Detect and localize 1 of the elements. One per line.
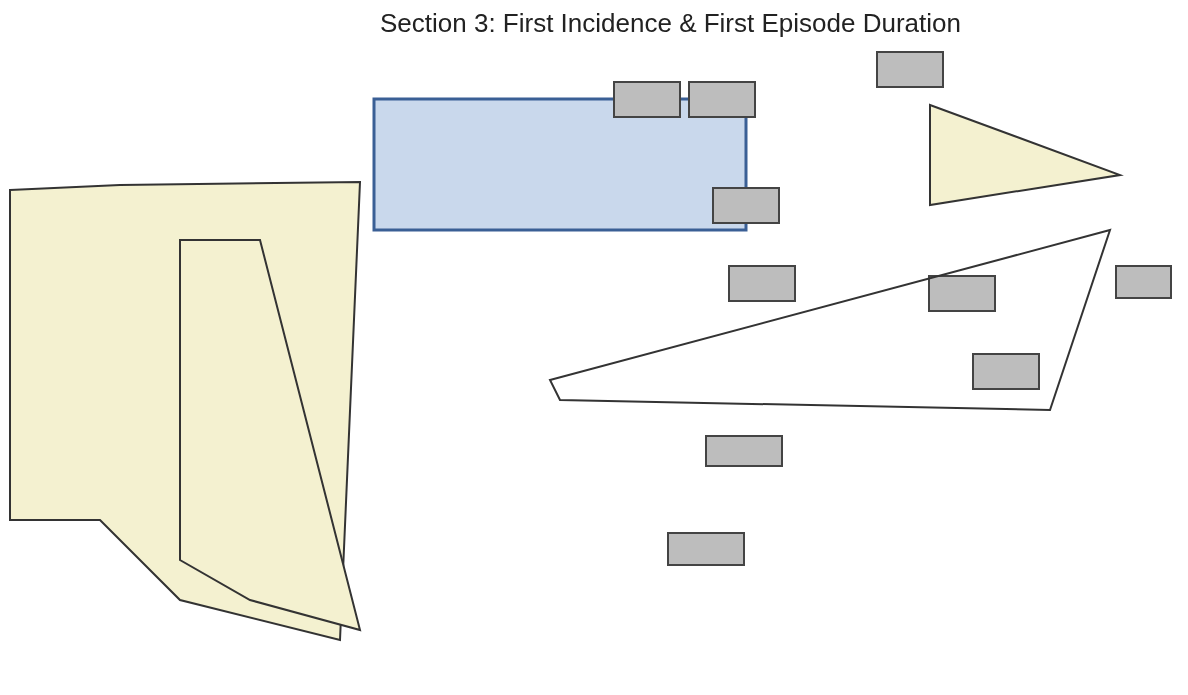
title: Section 3: First Incidence & First Episode Duration: [380, 8, 961, 39]
